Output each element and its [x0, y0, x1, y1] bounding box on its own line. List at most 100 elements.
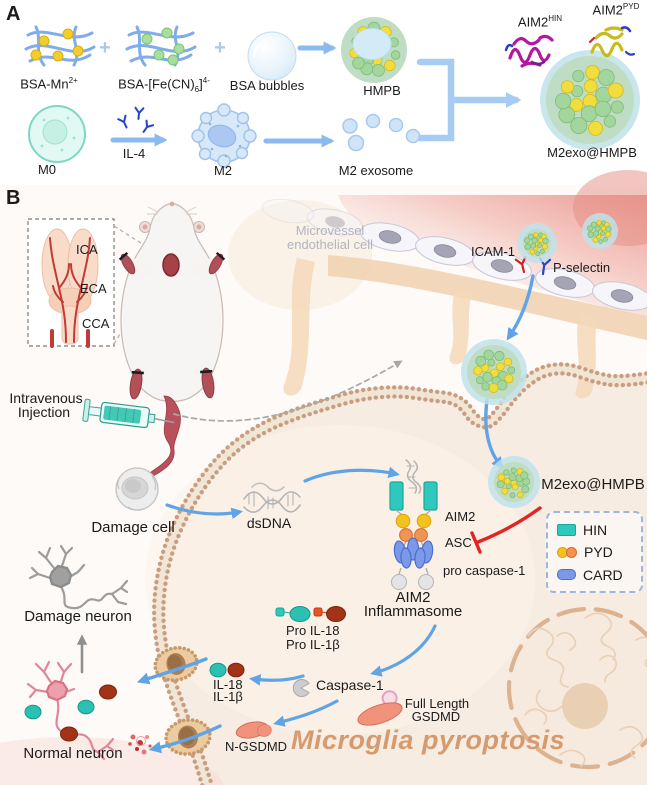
pro-caspase1-icon	[391, 574, 407, 590]
hin-domain-icon	[423, 481, 438, 511]
bsa-bubble-icon	[247, 31, 297, 81]
dsdna-icon	[243, 482, 301, 513]
pink-glow	[0, 737, 224, 785]
panel-a-label: A	[6, 3, 21, 25]
ica-label: ICA	[76, 242, 98, 257]
eca-label: ECA	[80, 281, 107, 296]
cell-debris	[128, 734, 152, 755]
plus-sign: +	[99, 37, 111, 59]
n-gsdmd-label: N-GSDMD	[224, 739, 288, 754]
pro-il18-icon	[275, 606, 311, 622]
injection-route-arrow	[173, 360, 403, 422]
normal-neuron-icon	[26, 660, 115, 761]
m0-cell-icon	[28, 105, 86, 163]
bsa-fecn-label: BSA-[Fe(CN)6]4-	[118, 76, 210, 94]
pro-caspase1-label: pro caspase-1	[443, 563, 526, 578]
m2-exosome-icons	[342, 113, 421, 152]
plus-sign: +	[214, 37, 226, 59]
pyd-domain-icon	[395, 513, 411, 529]
damage-neuron-label: Damage neuron	[24, 608, 132, 625]
full-gsdmd-label-line1: Full Length	[404, 696, 470, 711]
inhibition-arrow	[470, 506, 542, 554]
legend-row-hin: HIN	[557, 522, 641, 538]
bsa-mn-label: BSA-Mn2+	[20, 76, 78, 92]
pyroptosis-title: Microglia pyroptosis	[290, 725, 566, 755]
m2-label: M2	[213, 163, 233, 178]
il18-icon	[209, 662, 227, 678]
carotid-inset	[27, 218, 161, 348]
damage-neuron-icon	[28, 544, 129, 610]
aim2-inflammasome	[389, 459, 438, 590]
icam1-label: ICAM-1	[470, 244, 516, 259]
hin-domain-icon	[389, 481, 404, 511]
pyd-legend-label: PYD	[584, 544, 613, 560]
cytokine-dots	[24, 684, 117, 742]
damage-cell-icon	[115, 467, 159, 511]
microglia-nucleus	[506, 606, 647, 770]
injection-label-line1: Intravenous	[9, 390, 83, 406]
craniotomy-site	[162, 253, 180, 277]
pro-caspase1-icon	[418, 574, 434, 590]
hin-legend-icon	[557, 523, 576, 536]
m2exo-hmpb-label-b: M2exo@HMPB	[541, 476, 645, 493]
aim2-pyd-label: AIM2PYD	[592, 2, 640, 18]
aim2-label: AIM2	[445, 509, 476, 524]
syringe-icon	[82, 398, 175, 429]
microvessel-label-line2: endothelial cell	[286, 237, 374, 252]
cca-label: CCA	[82, 316, 110, 331]
domain-legend: HIN PYD CARD	[546, 511, 643, 593]
damage-cell-label: Damage cell	[91, 519, 175, 536]
legend-row-card: CARD	[557, 567, 641, 583]
m2exo-hmpb-particle	[540, 50, 640, 150]
arrows	[76, 274, 542, 754]
asc-pyd-icon	[399, 528, 413, 542]
inflammasome-title-line2: Inflammasome	[363, 603, 463, 620]
panel-b-label: B	[6, 187, 21, 209]
gsdmd-pore	[164, 718, 212, 756]
nanoparticle	[582, 213, 618, 249]
merge-bracket	[416, 58, 455, 142]
panel-a-arrows	[110, 41, 522, 148]
injection-label-line2: Injection	[17, 404, 71, 420]
p-selectin-label: P-selectin	[553, 260, 611, 275]
asc-label: ASC	[445, 535, 472, 550]
pyd-legend-icon	[557, 546, 577, 558]
m2-cell-icon	[191, 103, 257, 168]
legend-row-pyd: PYD	[557, 544, 641, 560]
m2exo-hmpb-particle	[488, 456, 540, 508]
full-length-gsdmd-icon	[357, 690, 403, 726]
asc-pyd-icon	[414, 528, 428, 542]
dsdna-label: dsDNA	[246, 515, 292, 531]
full-gsdmd-label-line2: GSDMD	[411, 709, 461, 724]
bsa-bubbles-label: BSA bubbles	[229, 78, 305, 93]
pro-il1b-icon	[313, 606, 346, 622]
normal-neuron-label: Normal neuron	[23, 745, 123, 762]
bsa-fecn-mesh	[125, 25, 197, 67]
aim2-hin-label: AIM2HIN	[517, 14, 563, 30]
endothelial-cells	[261, 198, 647, 311]
inflammasome-title-line1: AIM2	[395, 589, 431, 606]
m2-exosome-label: M2 exosome	[338, 163, 414, 178]
aim2-pyd-protein	[588, 26, 636, 58]
dsdna-fragment-icon	[405, 459, 422, 494]
m0-label: M0	[37, 162, 57, 177]
card-legend-icon	[557, 569, 576, 580]
mouse	[118, 201, 226, 480]
card-domain-icon	[393, 537, 434, 569]
il1b-icon	[227, 662, 245, 678]
card-legend-label: CARD	[583, 566, 623, 583]
pyd-domain-icon	[416, 513, 432, 529]
arteries-icon	[49, 237, 91, 343]
bsa-mn-mesh	[24, 25, 96, 67]
caspase1-label: Caspase-1	[316, 677, 384, 693]
hmpb-particle	[341, 17, 407, 83]
il18-label: IL-18	[213, 677, 243, 692]
il4-antibody-icons	[117, 106, 155, 133]
hmpb-label: HMPB	[363, 83, 401, 98]
il4-label: IL-4	[122, 146, 146, 161]
il1b-label: IL-1β	[213, 689, 243, 704]
nanoparticle	[517, 223, 557, 263]
nanoparticle-entering	[461, 339, 527, 405]
